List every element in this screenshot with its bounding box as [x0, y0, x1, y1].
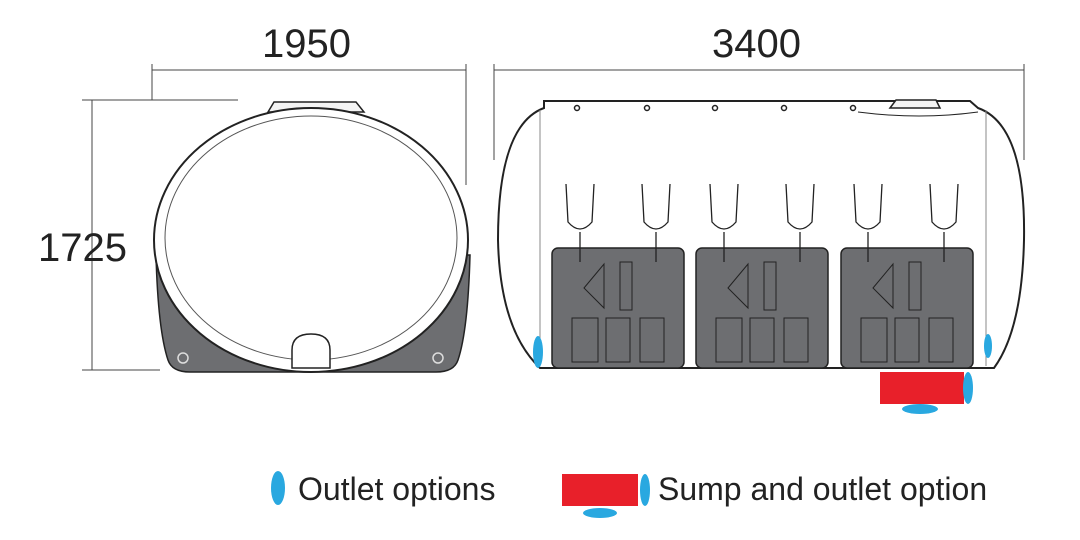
- side-view-top-curve: [857, 111, 979, 117]
- end-view-body: [153, 107, 469, 373]
- height-dimension-label: 1725: [38, 226, 127, 270]
- sump-option: [880, 372, 964, 404]
- end-view-right-foot: [432, 352, 444, 364]
- tank-end-view: [153, 101, 471, 373]
- outlet-option-right: [984, 334, 992, 358]
- legend-outlet-swatch: [271, 471, 285, 505]
- legend-sump-label: Sump and outlet option: [658, 471, 988, 507]
- side-view-top-rivets: [573, 104, 857, 112]
- length-dimension-label: 3400: [712, 22, 801, 66]
- tank-side-view: [496, 99, 1026, 414]
- baffle-panel-3: [840, 247, 974, 369]
- width-dimension-label: 1950: [262, 22, 351, 66]
- end-view-outlet-cap: [291, 333, 331, 369]
- baffle-hangers: [565, 183, 959, 262]
- width-dimension-line: [151, 64, 467, 185]
- end-view-left-foot: [177, 352, 189, 364]
- outlet-option-left: [533, 336, 543, 368]
- baffle-panel-1: [551, 247, 685, 369]
- side-view-lid: [888, 99, 942, 109]
- legend-outlet-label: Outlet options: [298, 471, 496, 507]
- legend-sump-swatch: [562, 474, 650, 518]
- height-dimension-line: [82, 99, 238, 371]
- sump-outlet-bottom: [902, 404, 938, 414]
- sump-outlet-side: [963, 372, 973, 404]
- length-dimension-line: [493, 64, 1025, 160]
- baffle-panel-2: [695, 247, 829, 369]
